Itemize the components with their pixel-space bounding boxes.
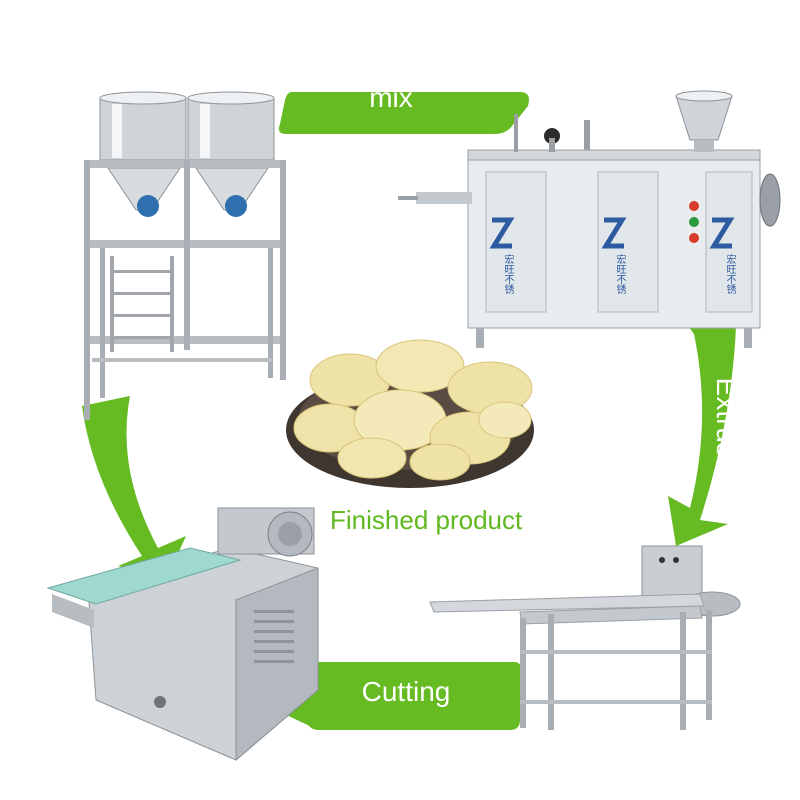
machine-brand-text-3: 宏旺不锈 [724, 254, 735, 294]
cycle-arrow-extrusion [668, 310, 736, 546]
step-label-mix: mix [369, 82, 413, 113]
cycle-arrow-mix [278, 92, 529, 134]
cycle-arrow-return [82, 396, 186, 580]
machine-brand-text-1: 宏旺不锈 [502, 254, 513, 294]
mixing-tanks-machine-icon [84, 91, 286, 420]
machine-brand-text-2: 宏旺不锈 [614, 254, 625, 294]
step-label-cutting: Cutting [361, 676, 451, 707]
cutting-machine-icon [46, 507, 319, 762]
chips-bowl-icon [286, 339, 534, 488]
conveyor-cooling-rack-icon [429, 545, 741, 730]
finished-product-label: Finished product [330, 505, 523, 535]
extrusion-machine-icon [398, 90, 781, 348]
step-label-extrusion: Extrusion [711, 377, 742, 495]
